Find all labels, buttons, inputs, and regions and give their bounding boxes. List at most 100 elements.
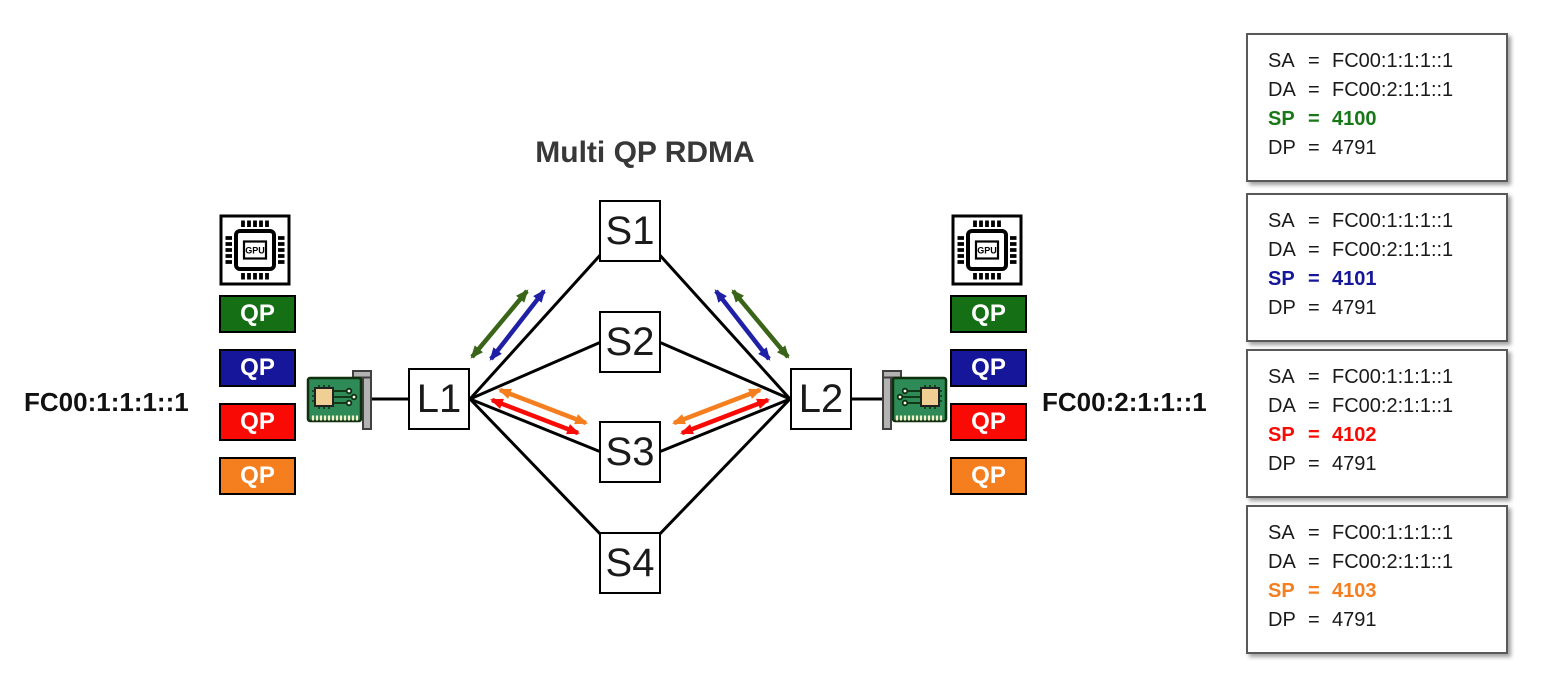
link-s1-l2 bbox=[655, 250, 792, 401]
field-value: FC00:2:1:1::1 bbox=[1332, 79, 1454, 101]
equals-sign: = bbox=[1308, 268, 1320, 290]
gpu-icon-right: GPU bbox=[951, 214, 1023, 286]
leaf-switch-l1: L1 bbox=[408, 368, 470, 430]
packet-field-sp: SP = 4103 bbox=[1268, 577, 1506, 606]
field-value: 4102 bbox=[1332, 424, 1377, 446]
flow-arrow-red-right bbox=[679, 397, 771, 436]
qp-box-left-2: QP bbox=[219, 349, 296, 387]
equals-sign: = bbox=[1308, 50, 1320, 72]
gpu-icon-left: GPU bbox=[219, 214, 291, 286]
field-label: DA bbox=[1268, 79, 1296, 101]
field-value: FC00:2:1:1::1 bbox=[1332, 239, 1454, 261]
link-l1-s2 bbox=[469, 340, 602, 401]
packet-field-da: DA = FC00:2:1:1::1 bbox=[1268, 236, 1506, 265]
spine-switch-s4: S4 bbox=[599, 532, 661, 594]
flow-arrow-green-right bbox=[731, 289, 790, 359]
equals-sign: = bbox=[1308, 297, 1320, 319]
spine-switch-s2: S2 bbox=[599, 311, 661, 373]
qp-label: QP bbox=[240, 462, 275, 489]
spine-switch-s4-label: S4 bbox=[605, 540, 655, 585]
gpu-icon-right-label: GPU bbox=[977, 246, 997, 256]
qp-box-right-1: QP bbox=[950, 295, 1027, 333]
spine-switch-s1: S1 bbox=[599, 200, 661, 262]
equals-sign: = bbox=[1308, 395, 1320, 417]
field-label: SA bbox=[1268, 210, 1295, 232]
qp-label: QP bbox=[971, 300, 1006, 327]
link-s4-l2 bbox=[652, 397, 792, 542]
field-value: FC00:2:1:1::1 bbox=[1332, 551, 1454, 573]
qp-label: QP bbox=[240, 408, 275, 435]
field-value: FC00:1:1:1::1 bbox=[1332, 366, 1454, 388]
field-value: 4100 bbox=[1332, 108, 1377, 130]
equals-sign: = bbox=[1308, 239, 1320, 261]
packet-info-box-2: SA = FC00:1:1:1::1 DA = FC00:2:1:1::1 SP… bbox=[1246, 193, 1508, 342]
flow-arrow-blue-left bbox=[489, 289, 546, 361]
field-label: DP bbox=[1268, 609, 1296, 631]
field-value: 4791 bbox=[1332, 609, 1377, 631]
field-label: SP bbox=[1268, 424, 1295, 446]
field-value: 4791 bbox=[1332, 453, 1377, 475]
equals-sign: = bbox=[1308, 424, 1320, 446]
packet-field-dp: DP = 4791 bbox=[1268, 134, 1506, 163]
link-l1-s3 bbox=[469, 397, 602, 454]
equals-sign: = bbox=[1308, 453, 1320, 475]
field-value: FC00:2:1:1::1 bbox=[1332, 395, 1454, 417]
equals-sign: = bbox=[1308, 551, 1320, 573]
packet-field-dp: DP = 4791 bbox=[1268, 606, 1506, 635]
packet-info-box-3: SA = FC00:1:1:1::1 DA = FC00:2:1:1::1 SP… bbox=[1246, 349, 1508, 498]
gpu-icon-left-label: GPU bbox=[245, 246, 265, 256]
field-label: DP bbox=[1268, 297, 1296, 319]
leaf-switch-l2: L2 bbox=[790, 368, 852, 430]
packet-field-sa: SA = FC00:1:1:1::1 bbox=[1268, 207, 1506, 236]
equals-sign: = bbox=[1308, 137, 1320, 159]
qp-box-left-4: QP bbox=[219, 457, 296, 495]
qp-label: QP bbox=[240, 354, 275, 381]
packet-field-sp: SP = 4100 bbox=[1268, 105, 1506, 134]
left-host-address: FC00:1:1:1::1 bbox=[24, 387, 189, 417]
field-value: FC00:1:1:1::1 bbox=[1332, 210, 1454, 232]
link-l1-s4 bbox=[468, 397, 608, 542]
field-label: SP bbox=[1268, 108, 1295, 130]
packet-field-sa: SA = FC00:1:1:1::1 bbox=[1268, 47, 1506, 76]
equals-sign: = bbox=[1308, 580, 1320, 602]
field-label: DP bbox=[1268, 137, 1296, 159]
nic-icon-left bbox=[306, 370, 372, 430]
field-label: SA bbox=[1268, 50, 1295, 72]
packet-info-box-4: SA = FC00:1:1:1::1 DA = FC00:2:1:1::1 SP… bbox=[1246, 505, 1508, 654]
packet-field-dp: DP = 4791 bbox=[1268, 450, 1506, 479]
field-value: 4101 bbox=[1332, 268, 1377, 290]
packet-field-da: DA = FC00:2:1:1::1 bbox=[1268, 548, 1506, 577]
field-value: 4791 bbox=[1332, 137, 1377, 159]
spine-switch-s3: S3 bbox=[599, 421, 661, 483]
right-host-address: FC00:2:1:1::1 bbox=[1042, 387, 1207, 417]
diagram-title: Multi QP RDMA bbox=[535, 136, 755, 169]
field-label: SA bbox=[1268, 366, 1295, 388]
field-label: DA bbox=[1268, 395, 1296, 417]
field-value: FC00:1:1:1::1 bbox=[1332, 50, 1454, 72]
field-label: SP bbox=[1268, 268, 1295, 290]
equals-sign: = bbox=[1308, 366, 1320, 388]
field-label: SA bbox=[1268, 522, 1295, 544]
link-l1-s1 bbox=[468, 250, 605, 401]
field-label: SP bbox=[1268, 580, 1295, 602]
qp-box-left-3: QP bbox=[219, 403, 296, 441]
qp-label: QP bbox=[971, 408, 1006, 435]
packet-field-sp: SP = 4101 bbox=[1268, 265, 1506, 294]
packet-field-da: DA = FC00:2:1:1::1 bbox=[1268, 392, 1506, 421]
field-label: DA bbox=[1268, 239, 1296, 261]
packet-field-sa: SA = FC00:1:1:1::1 bbox=[1268, 363, 1506, 392]
packet-field-dp: DP = 4791 bbox=[1268, 294, 1506, 323]
packet-info-box-1: SA = FC00:1:1:1::1 DA = FC00:2:1:1::1 SP… bbox=[1246, 33, 1508, 182]
leaf-switch-l1-label: L1 bbox=[416, 376, 462, 421]
packet-field-sp: SP = 4102 bbox=[1268, 421, 1506, 450]
qp-box-right-2: QP bbox=[950, 349, 1027, 387]
equals-sign: = bbox=[1308, 108, 1320, 130]
equals-sign: = bbox=[1308, 522, 1320, 544]
field-value: 4791 bbox=[1332, 297, 1377, 319]
field-label: DP bbox=[1268, 453, 1296, 475]
spine-switch-s3-label: S3 bbox=[605, 429, 655, 474]
leaf-switch-l2-label: L2 bbox=[798, 376, 844, 421]
equals-sign: = bbox=[1308, 210, 1320, 232]
equals-sign: = bbox=[1308, 79, 1320, 101]
